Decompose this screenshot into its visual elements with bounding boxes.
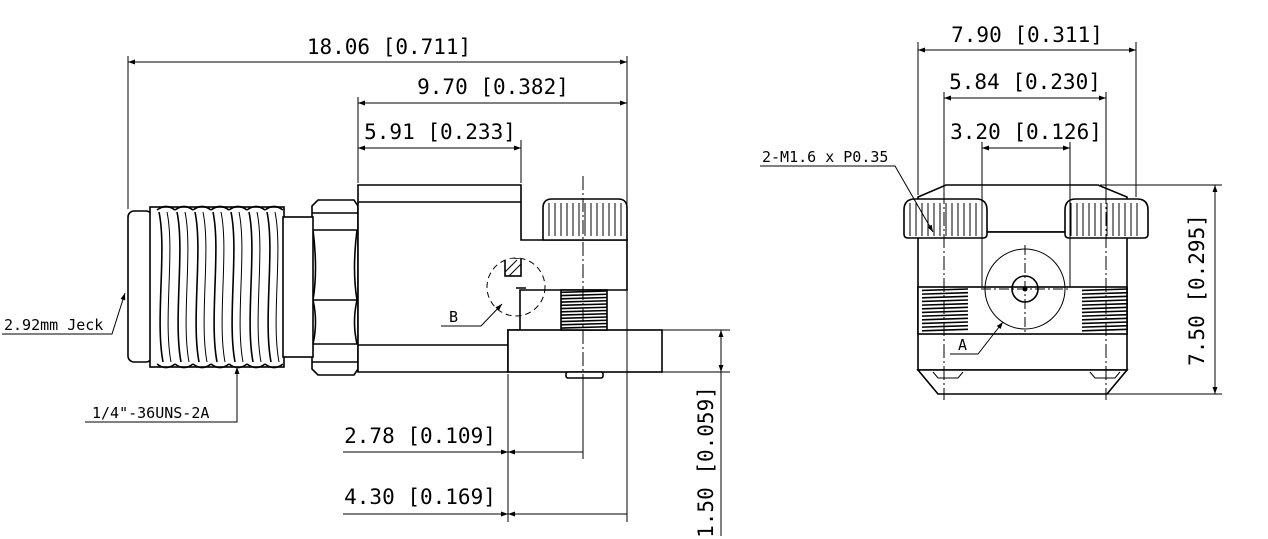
thread-crest (174, 205, 194, 211)
side-view (127, 176, 663, 460)
screw-thread (921, 302, 969, 310)
label-detail-b: B (449, 308, 458, 326)
thread-line (184, 211, 190, 363)
thread-line (266, 211, 272, 363)
thread-crest (192, 205, 212, 211)
thread-line (194, 211, 200, 363)
thread-crest (210, 205, 230, 211)
dim-pad-length: 4.30 [0.169] (344, 485, 496, 509)
dim-screw-spacing: 5.84 [0.230] (949, 70, 1101, 94)
thread-line (166, 211, 172, 363)
screw-thread (560, 290, 608, 297)
thread-line (256, 211, 262, 363)
thread-crest (192, 363, 212, 369)
dim-front-width: 7.90 [0.311] (951, 23, 1103, 47)
thread-crest (264, 205, 284, 211)
thread-line (274, 211, 280, 363)
screw-thread (1081, 310, 1129, 317)
thread-line (158, 211, 164, 363)
front-view (903, 184, 1149, 400)
pin-pad (507, 329, 663, 373)
screw-thread (560, 309, 608, 316)
label-jack: 2.92mm Jeck (4, 316, 103, 334)
thread-crest (246, 205, 266, 211)
thread-line (238, 211, 244, 363)
dim-block-length: 5.91 [0.233] (364, 120, 516, 144)
neck (282, 216, 314, 358)
screw-thread (1081, 302, 1129, 310)
label-detail-a: A (958, 336, 967, 354)
detail-b-circle (486, 257, 546, 317)
thread-line (248, 211, 254, 363)
dim-front-height: 7.50 [0.295] (1185, 214, 1209, 366)
hex-nut (311, 199, 359, 376)
screw-thread (1081, 324, 1129, 332)
main-body (357, 184, 628, 373)
thread-line (212, 211, 218, 363)
screw-thread (921, 295, 969, 303)
screw-thread (560, 316, 608, 323)
screw-thread (560, 296, 608, 303)
screw-thread (921, 310, 969, 317)
thread-crest (228, 205, 248, 211)
screw-thread (1081, 317, 1129, 325)
thread-crest (174, 363, 194, 369)
screw-thread (921, 324, 969, 332)
thread-line (176, 211, 182, 363)
screw-thread (921, 317, 969, 325)
thread-line (220, 211, 226, 363)
screw-thread (1081, 295, 1129, 303)
thread-grooves (156, 205, 284, 369)
dimension-labels: 18.06 [0.711] 9.70 [0.382] 5.91 [0.233] … (4, 23, 1209, 538)
thread-crest (246, 363, 266, 369)
thread-line (202, 211, 208, 363)
screw-thread (560, 322, 608, 329)
jack-face (127, 210, 153, 363)
dim-pin-offset: 2.78 [0.109] (344, 424, 496, 448)
thread-crest (156, 363, 176, 369)
screw-thread (560, 303, 608, 310)
screw-thread (921, 288, 969, 295)
thread-crest (156, 205, 176, 211)
threaded-barrel (149, 206, 285, 368)
dim-overall-length: 18.06 [0.711] (307, 35, 471, 59)
dim-body-length: 9.70 [0.382] (417, 75, 569, 99)
dimension-lines (2, 42, 1222, 536)
knurl-side (548, 203, 622, 236)
dim-pad-height: 1.50 [0.059] (694, 386, 718, 538)
thread-line (230, 211, 236, 363)
screw-thread (1081, 288, 1129, 295)
label-thread: 1/4"-36UNS-2A (92, 404, 209, 422)
dim-inner-spacing: 3.20 [0.126] (950, 120, 1102, 144)
thread-crest (210, 363, 230, 369)
label-screw: 2-M1.6 x P0.35 (762, 148, 888, 166)
thread-crest (264, 363, 284, 369)
